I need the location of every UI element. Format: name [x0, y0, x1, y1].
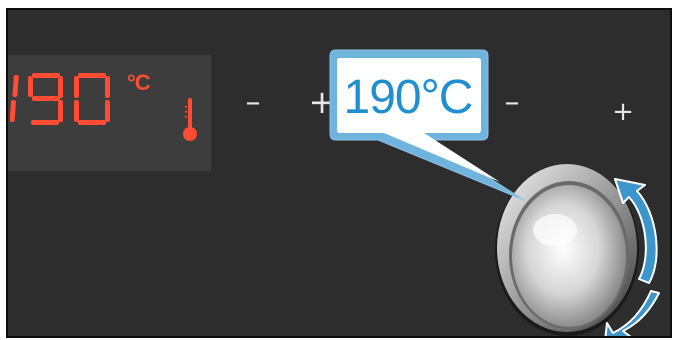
digit-1-segment — [10, 100, 16, 122]
thermometer-icon — [183, 98, 197, 142]
temperature-digits — [10, 73, 133, 125]
digit-0-segment — [74, 100, 79, 122]
digit-9-segment — [31, 120, 59, 125]
digit-0-segment — [78, 120, 106, 125]
digit-9-segment — [58, 76, 63, 98]
digit-9-segment — [28, 76, 33, 97]
callout-temperature-text: 190°C — [334, 60, 482, 134]
digit-0-segment — [74, 76, 79, 98]
digit-9-segment — [32, 96, 60, 101]
temperature-minus-button[interactable]: – — [238, 88, 268, 118]
second-plus-button[interactable]: + — [608, 97, 638, 127]
digit-9-segment — [32, 73, 60, 78]
rotate-arrows-icon — [601, 173, 671, 338]
digit-0-segment — [78, 73, 106, 78]
digit-9-segment — [58, 100, 63, 122]
temperature-unit: °C — [127, 70, 150, 96]
digit-0-segment — [105, 100, 110, 122]
second-minus-button[interactable]: – — [497, 88, 527, 118]
digit-0-segment — [105, 76, 110, 98]
control-panel: °C – + – + — [6, 8, 672, 338]
digit-1-segment — [12, 75, 19, 97]
